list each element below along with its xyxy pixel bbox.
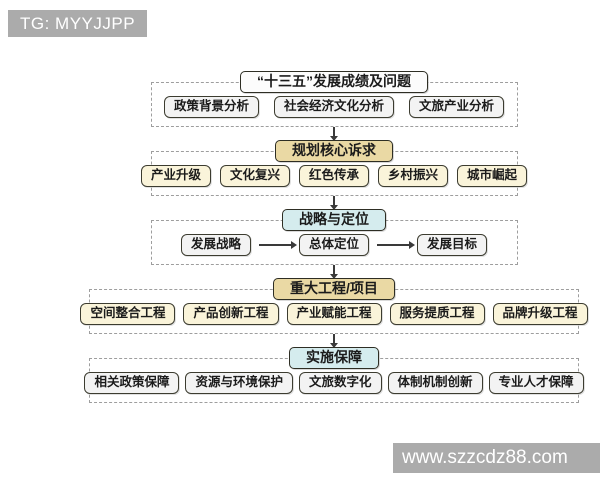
watermark-top-left: TG: MYYJJPP: [8, 10, 148, 37]
flow-item: 资源与环境保护: [185, 372, 293, 394]
flow-item: 体制机制创新: [387, 372, 483, 394]
section-header: 重大工程/项目: [273, 278, 395, 300]
flow-item: 服务提质工程: [389, 303, 485, 325]
arrow-down-icon: [330, 127, 338, 141]
flow-item: 相关政策保障: [84, 372, 180, 394]
flow-item: 红色传承: [299, 165, 370, 187]
flow-item: 乡村振兴: [378, 165, 449, 187]
section-header: 战略与定位: [282, 209, 386, 231]
flow-item: 产业赋能工程: [286, 303, 382, 325]
flow-item: 发展战略: [180, 234, 251, 256]
section-dashed-group: 产业升级 文化复兴 红色传承 乡村振兴 城市崛起: [140, 151, 528, 196]
section-dashed-group: 相关政策保障 资源与环境保护 文旅数字化 体制机制创新 专业人才保障: [84, 358, 584, 403]
arrow-down-icon: [330, 196, 338, 210]
flow-item: 文化复兴: [219, 165, 290, 187]
section-dashed-group: 政策背景分析 社会经济文化分析 文旅产业分析: [150, 82, 518, 127]
flow-item: 总体定位: [298, 234, 369, 256]
flow-item: 空间整合工程: [80, 303, 176, 325]
flow-item: 社会经济文化分析: [273, 96, 394, 118]
section-13th-five-year-results: “十三五”发展成绩及问题 政策背景分析 社会经济文化分析 文旅产业分析: [150, 71, 518, 127]
arrow-down-icon: [330, 265, 338, 279]
section-header: “十三五”发展成绩及问题: [240, 71, 428, 93]
section-header: 实施保障: [289, 347, 379, 369]
flow-item: 专业人才保障: [488, 372, 584, 394]
flow-item: 产品创新工程: [183, 303, 279, 325]
flow-item: 发展目标: [417, 234, 488, 256]
section-planning-core-demands: 规划核心诉求 产业升级 文化复兴 红色传承 乡村振兴 城市崛起: [140, 140, 528, 196]
watermark-bottom-right: www.szzcdz88.com: [393, 443, 600, 473]
flow-item: 文旅产业分析: [409, 96, 505, 118]
arrow-right-icon: [377, 241, 415, 249]
section-major-projects: 重大工程/项目 空间整合工程 产品创新工程 产业赋能工程 服务提质工程 品牌升级…: [80, 278, 588, 334]
flow-item: 文旅数字化: [299, 372, 382, 394]
flow-item: 政策背景分析: [163, 96, 259, 118]
flow-item: 城市崛起: [457, 165, 528, 187]
arrow-right-icon: [258, 241, 297, 249]
flow-item: 品牌升级工程: [492, 303, 588, 325]
section-dashed-group: 空间整合工程 产品创新工程 产业赋能工程 服务提质工程 品牌升级工程: [80, 289, 588, 334]
section-strategy-and-positioning: 战略与定位 发展战略 总体定位 发展目标: [150, 209, 518, 265]
flowchart: “十三五”发展成绩及问题 政策背景分析 社会经济文化分析 文旅产业分析 规划核心…: [80, 71, 588, 403]
flow-item: 产业升级: [140, 165, 211, 187]
section-header: 规划核心诉求: [275, 140, 393, 162]
section-implementation-safeguards: 实施保障 相关政策保障 资源与环境保护 文旅数字化 体制机制创新 专业人才保障: [84, 347, 584, 403]
arrow-down-icon: [330, 334, 338, 348]
